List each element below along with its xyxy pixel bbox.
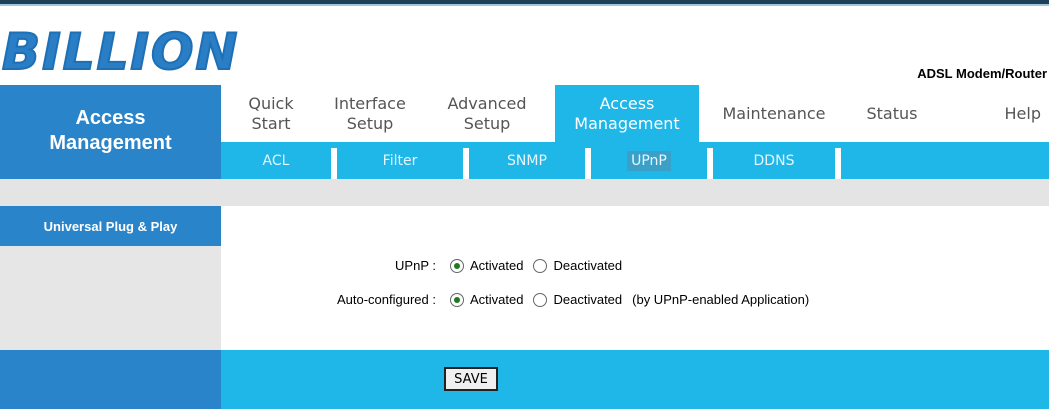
upnp-activated-radio[interactable] [450,259,464,273]
auto-deactivated-radio[interactable] [533,293,547,307]
auto-radio-group: Activated Deactivated (by UPnP-enabled A… [450,292,809,307]
auto-configured-label: Auto-configured : [290,292,436,307]
section-title-line1: Access [75,107,145,129]
menu-maintenance[interactable]: Maintenance [699,85,849,142]
auto-activated-radio[interactable] [450,293,464,307]
footer-left [0,350,221,409]
submenu-acl[interactable]: ACL [221,142,331,179]
upnp-label: UPnP : [300,258,436,273]
footer-bar [221,350,1049,409]
submenu-bar: ACL Filter SNMP UPnP DDNS [221,142,1049,179]
left-panel [0,246,221,350]
menu-help[interactable]: Help [935,85,1049,142]
submenu-filter[interactable]: Filter [337,142,463,179]
product-name: ADSL Modem/Router [917,66,1047,81]
upnp-radio-group: Activated Deactivated [450,258,632,273]
save-button[interactable]: SAVE [444,367,498,391]
billion-logo: BILLION [2,24,239,80]
top-border-light [0,4,1049,6]
submenu-snmp[interactable]: SNMP [469,142,585,179]
upnp-section-label: Universal Plug & Play [0,206,221,246]
spacer-band [0,179,1049,206]
submenu-upnp[interactable]: UPnP [591,142,707,179]
menu-status[interactable]: Status [849,85,935,142]
upnp-deactivated-radio[interactable] [533,259,547,273]
submenu-ddns[interactable]: DDNS [713,142,835,179]
section-title: Access Management [0,85,221,179]
auto-activated-label: Activated [470,292,523,307]
section-title-line2: Management [49,132,171,154]
submenu-separator [835,148,841,179]
upnp-activated-label: Activated [470,258,523,273]
auto-deactivated-label: Deactivated [553,292,622,307]
auto-note: (by UPnP-enabled Application) [632,292,809,307]
upnp-deactivated-label: Deactivated [553,258,622,273]
